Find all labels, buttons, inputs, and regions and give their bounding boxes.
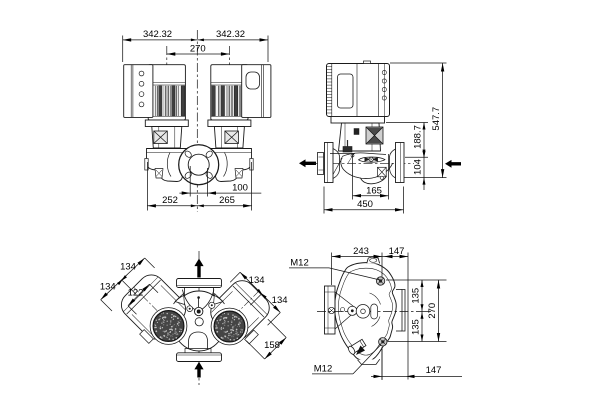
svg-text:270: 270: [427, 303, 438, 319]
svg-text:M12: M12: [290, 258, 308, 269]
svg-text:547.7: 547.7: [431, 107, 442, 131]
svg-text:342.32: 342.32: [216, 29, 245, 40]
svg-text:M12: M12: [314, 364, 332, 375]
svg-text:135: 135: [411, 288, 422, 304]
svg-text:188.7: 188.7: [412, 125, 423, 149]
svg-text:104: 104: [412, 159, 423, 175]
svg-text:134: 134: [120, 261, 136, 272]
svg-text:134: 134: [249, 275, 265, 286]
svg-text:243: 243: [353, 246, 369, 257]
svg-text:135: 135: [411, 319, 422, 335]
svg-text:100: 100: [232, 183, 248, 194]
svg-text:270: 270: [190, 44, 206, 55]
svg-text:158: 158: [264, 340, 280, 351]
svg-text:342.32: 342.32: [143, 29, 172, 40]
svg-text:134: 134: [272, 295, 288, 306]
svg-text:134: 134: [100, 282, 116, 293]
svg-text:147: 147: [389, 246, 405, 257]
svg-text:122: 122: [128, 288, 144, 299]
svg-text:450: 450: [357, 199, 373, 210]
svg-text:252: 252: [162, 195, 178, 206]
svg-text:165: 165: [366, 186, 382, 197]
svg-text:265: 265: [219, 195, 235, 206]
svg-text:147: 147: [426, 365, 442, 376]
